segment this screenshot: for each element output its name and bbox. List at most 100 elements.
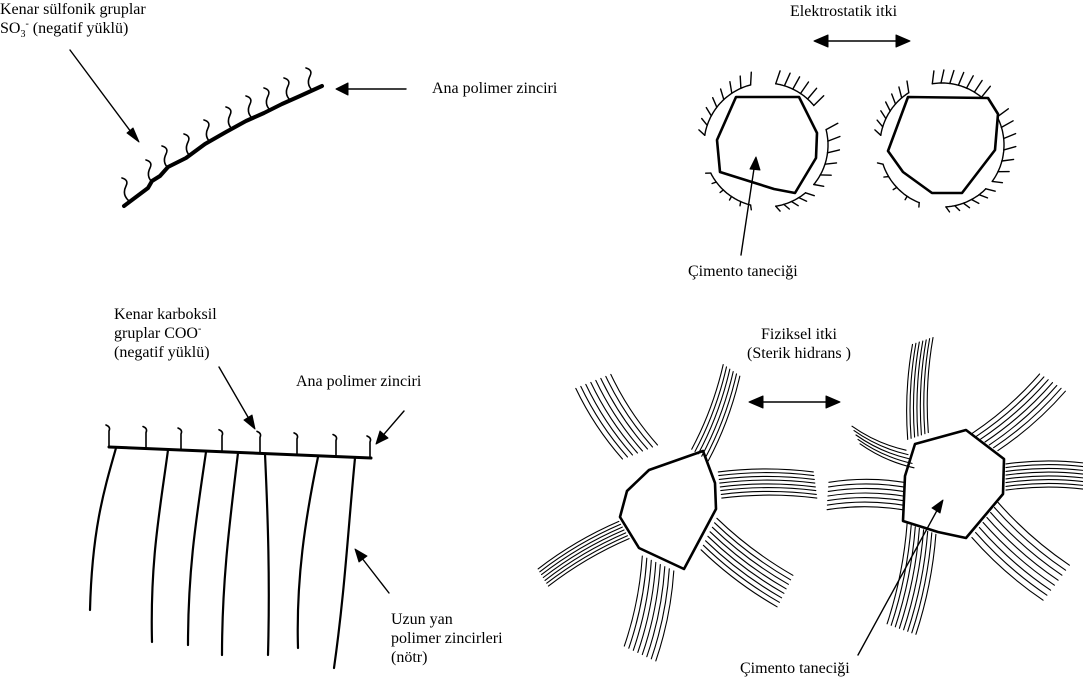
sulfonate-formula-charge: -	[25, 19, 28, 30]
polymer-strand	[1006, 487, 1083, 490]
hatch-tick	[814, 96, 824, 106]
cement-particle-label-top: Çimento taneciği	[688, 262, 798, 281]
hatch-tick	[828, 137, 840, 142]
main-chain-label-top: Ana polimer zinciri	[432, 79, 557, 98]
hatch-tick	[720, 190, 723, 193]
polymer-strand	[720, 480, 815, 483]
long-side-chain	[188, 452, 206, 645]
particle-pointer-arrow	[858, 505, 940, 655]
polymer-strand	[708, 376, 740, 461]
hatch-tick	[730, 82, 732, 94]
polymer-strand	[994, 508, 1065, 571]
polymer-strand	[719, 476, 814, 479]
hatch-tick	[974, 81, 982, 93]
polymer-strand	[828, 488, 903, 491]
hatch-tick	[932, 71, 934, 84]
sulfonate-main-chain	[124, 86, 322, 206]
sulfonate-hook	[264, 88, 270, 110]
carboxyl-group-label-line1: Kenar karboksil	[114, 306, 217, 323]
hatch-tick	[967, 76, 974, 88]
carboxyl-tick	[178, 428, 182, 450]
carboxyl-tick	[294, 433, 298, 455]
carboxyl-formula-charge: -	[198, 324, 201, 335]
carboxyl-charge-text: (negatif yüklü)	[114, 344, 210, 361]
polymer-strand	[989, 386, 1057, 445]
polymer-strand	[706, 541, 782, 598]
hatch-tick	[992, 181, 1002, 182]
polymer-strand	[981, 380, 1048, 439]
adsorbed-layer	[776, 193, 806, 206]
hatch-tick	[799, 198, 807, 202]
hatch-tick	[776, 71, 780, 84]
hatch-tick	[946, 207, 950, 212]
sulfonate-hook	[162, 146, 168, 168]
hatch-tick	[963, 203, 969, 208]
hatch-tick	[972, 200, 979, 204]
hatch-tick	[886, 102, 891, 111]
polymer-strand	[972, 374, 1040, 433]
cement-particle-right	[888, 97, 998, 193]
steric-title-line2: (Sterik hidrans )	[747, 345, 851, 362]
hatch-tick	[814, 185, 824, 187]
side-group-pointer-arrow	[70, 50, 137, 140]
polymer-strand	[1006, 472, 1083, 475]
steric-arrowhead-right	[826, 396, 840, 408]
long-side-chain	[90, 448, 116, 610]
hatch-tick	[907, 81, 909, 93]
electrostatic-title: Elektrostatik itki	[790, 2, 897, 21]
carboxyl-tick	[219, 430, 223, 452]
side-group-pointer-arrow	[219, 367, 252, 424]
particle-pointer-arrow	[741, 162, 755, 255]
polymer-strand	[828, 493, 903, 496]
side-chains-pointer-arrowhead	[355, 549, 367, 562]
steric-figure	[538, 338, 1083, 661]
hatch-tick	[706, 108, 711, 116]
polymer-strand	[976, 377, 1044, 436]
polymer-strand	[827, 502, 902, 505]
steric-polymer-brushes	[538, 338, 1083, 661]
hatch-tick	[979, 195, 987, 198]
main-chain-pointer-arrowhead	[336, 83, 348, 95]
repulsion-arrowhead-right	[896, 35, 910, 47]
polymer-strand	[1006, 476, 1083, 479]
polymer-strand	[721, 491, 816, 494]
hatch-tick	[740, 76, 741, 88]
steric-arrowhead-left	[749, 396, 763, 408]
long-side-chain	[265, 454, 269, 655]
cement-particle-left	[717, 97, 817, 193]
long-side-chain	[222, 453, 238, 655]
polymer-strand	[828, 498, 903, 501]
polymer-strand	[985, 383, 1053, 442]
hatch-tick	[986, 189, 995, 191]
particle-pointer-arrowhead	[932, 500, 943, 513]
hatch-tick	[1004, 134, 1016, 139]
steric-title: Fiziksel itki (Sterik hidrans )	[739, 325, 859, 363]
polymer-strand	[718, 469, 813, 472]
hatch-tick	[899, 87, 902, 98]
hatch-tick	[877, 120, 883, 127]
long-side-chains	[90, 448, 355, 668]
hatch-tick	[1001, 121, 1013, 128]
hatch-tick	[893, 187, 897, 189]
hatch-tick	[892, 94, 896, 104]
polymer-strand	[703, 545, 779, 602]
hatch-tick	[878, 163, 884, 164]
polymer-strand	[712, 527, 788, 584]
sulfonate-formula: SO	[0, 20, 20, 37]
carboxyl-tick	[143, 427, 147, 449]
hatch-tick	[982, 86, 991, 97]
polymer-strand	[827, 507, 902, 510]
main-chain-label-bottom: Ana polimer zinciri	[296, 372, 421, 391]
long-side-chain	[334, 458, 355, 668]
sulfonate-hook	[146, 160, 152, 182]
polymer-strand	[1006, 480, 1083, 483]
polymer-strand	[1006, 461, 1083, 464]
hatch-tick	[881, 111, 886, 119]
adsorbed-layer	[705, 85, 751, 135]
polymer-strand	[1006, 483, 1083, 486]
carboxyl-tick	[367, 436, 371, 458]
hatch-tick	[699, 130, 705, 135]
cement-particle-label-bottom: Çimento taneciği	[740, 659, 850, 678]
hatch-tick	[713, 98, 717, 108]
